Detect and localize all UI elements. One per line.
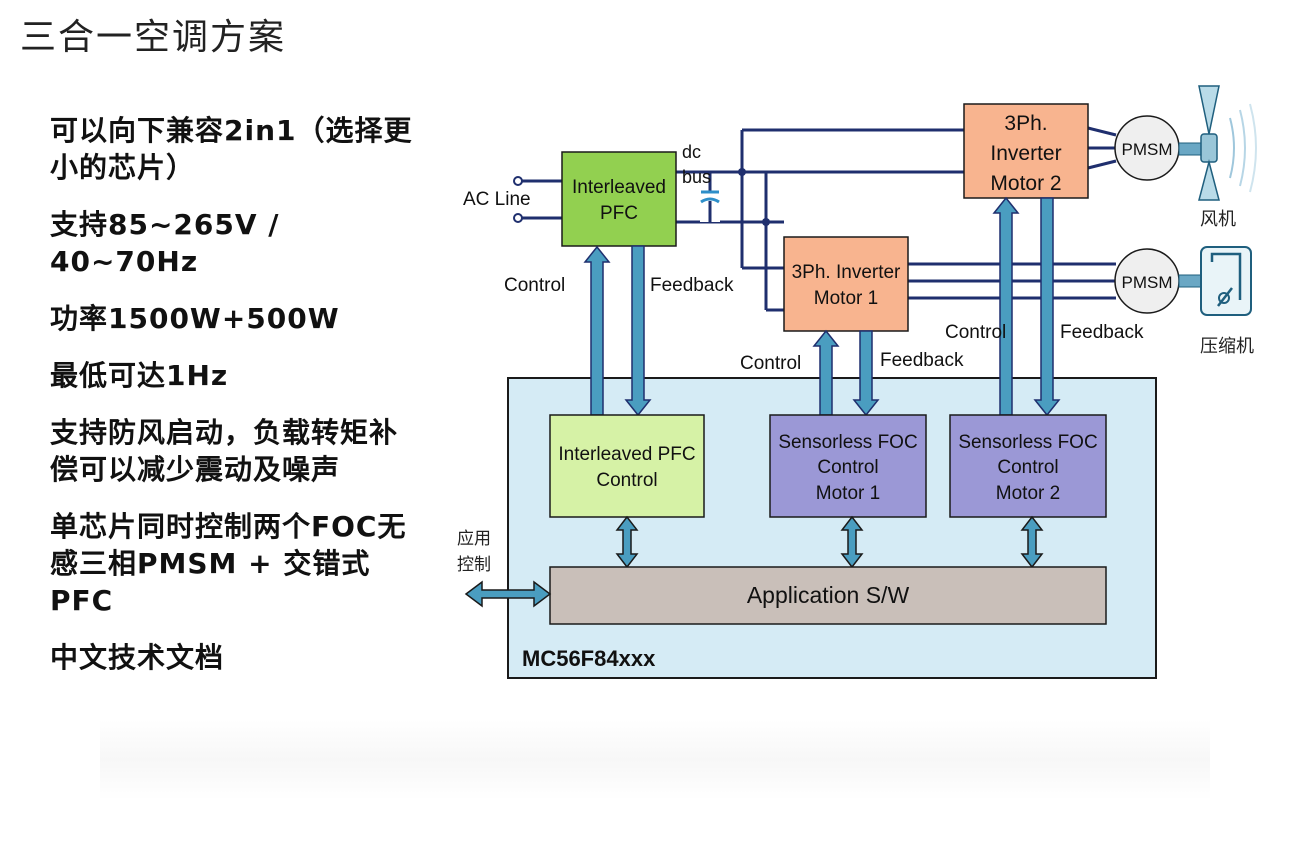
pfc-control-block [549, 414, 705, 518]
feedback-label: Feedback [1060, 322, 1144, 343]
inverter-motor1-label: Motor 1 [814, 288, 878, 309]
bullet-item: 支持防风启动，负载转矩补偿可以减少震动及噪声 [50, 416, 399, 486]
inverter-motor2-label: Motor 2 [990, 172, 1061, 195]
feedback-label: Feedback [880, 350, 964, 371]
app-control-arrow [464, 580, 552, 608]
foc-motor2-label: Motor 2 [996, 483, 1060, 504]
bullet-item: 中文技术文档 [50, 641, 225, 674]
control-label: Control [504, 275, 565, 296]
pfc-block [561, 151, 677, 247]
ac-terminal [513, 176, 523, 186]
app-link-arrows [615, 515, 1044, 569]
foc-motor1-label: Sensorless FOC [778, 432, 917, 453]
app-control-label: 应用 [457, 529, 491, 548]
bullet-item: 支持85~265V / 40~70Hz [50, 208, 280, 278]
dc-bus-capacitor-icon [700, 172, 720, 222]
compressor-icon [1178, 246, 1252, 316]
pfc-block-label: Interleaved [572, 177, 666, 198]
dc-label: dc [682, 142, 701, 162]
ac-line-label: AC Line [463, 189, 531, 210]
foc-motor2-block [949, 414, 1107, 518]
application-block [549, 566, 1107, 625]
pfc-control-label: Control [596, 470, 657, 491]
foc-motor1-label: Control [817, 457, 878, 478]
power-wiring [518, 126, 1117, 312]
control-label: Control [740, 353, 801, 374]
foc-motor1-label: Motor 1 [816, 483, 880, 504]
inverter-motor1-label: 3Ph. Inverter [792, 262, 901, 283]
foc-motor2-label: Sensorless FOC [958, 432, 1097, 453]
bullet-item: 单芯片同时控制两个FOC无感三相PMSM + 交错式PFC [50, 510, 407, 617]
app-control-label: 控制 [457, 555, 491, 574]
signal-arrows [583, 196, 1061, 417]
compressor-label: 压缩机 [1200, 336, 1254, 356]
inverter-motor2-label: Inverter [990, 142, 1061, 165]
pfc-control-label: Interleaved PFC [558, 444, 695, 465]
ac-terminal [513, 213, 523, 223]
feature-list: 可以向下兼容2in1（选择更小的芯片） 支持85~265V / 40~70Hz … [50, 112, 420, 696]
application-label: Application S/W [747, 582, 910, 608]
control-label: Control [945, 322, 1006, 343]
feedback-label: Feedback [650, 275, 734, 296]
page-title: 三合一空调方案 [20, 17, 287, 58]
fan-label: 风机 [1200, 209, 1236, 229]
pmsm-label: PMSM [1122, 273, 1173, 292]
faded-background-strip [100, 720, 1210, 800]
bullet-item: 可以向下兼容2in1（选择更小的芯片） [50, 114, 413, 184]
pfc-block-label: PFC [600, 203, 638, 224]
chip-label: MC56F84xxx [522, 646, 656, 671]
foc-motor1-block [769, 414, 927, 518]
bullet-item: 最低可达1Hz [50, 359, 229, 392]
bullet-item: 功率1500W+500W [50, 302, 340, 335]
inverter-motor2-block [963, 103, 1089, 199]
bus-label: bus [682, 167, 711, 187]
inverter-motor1-block [783, 236, 909, 332]
junction-dot [762, 218, 770, 226]
foc-motor2-label: Control [997, 457, 1058, 478]
fan-icon [1178, 85, 1257, 201]
pmsm-label: PMSM [1122, 140, 1173, 159]
junction-dot [738, 168, 746, 176]
inverter-motor2-label: 3Ph. [1004, 112, 1047, 135]
